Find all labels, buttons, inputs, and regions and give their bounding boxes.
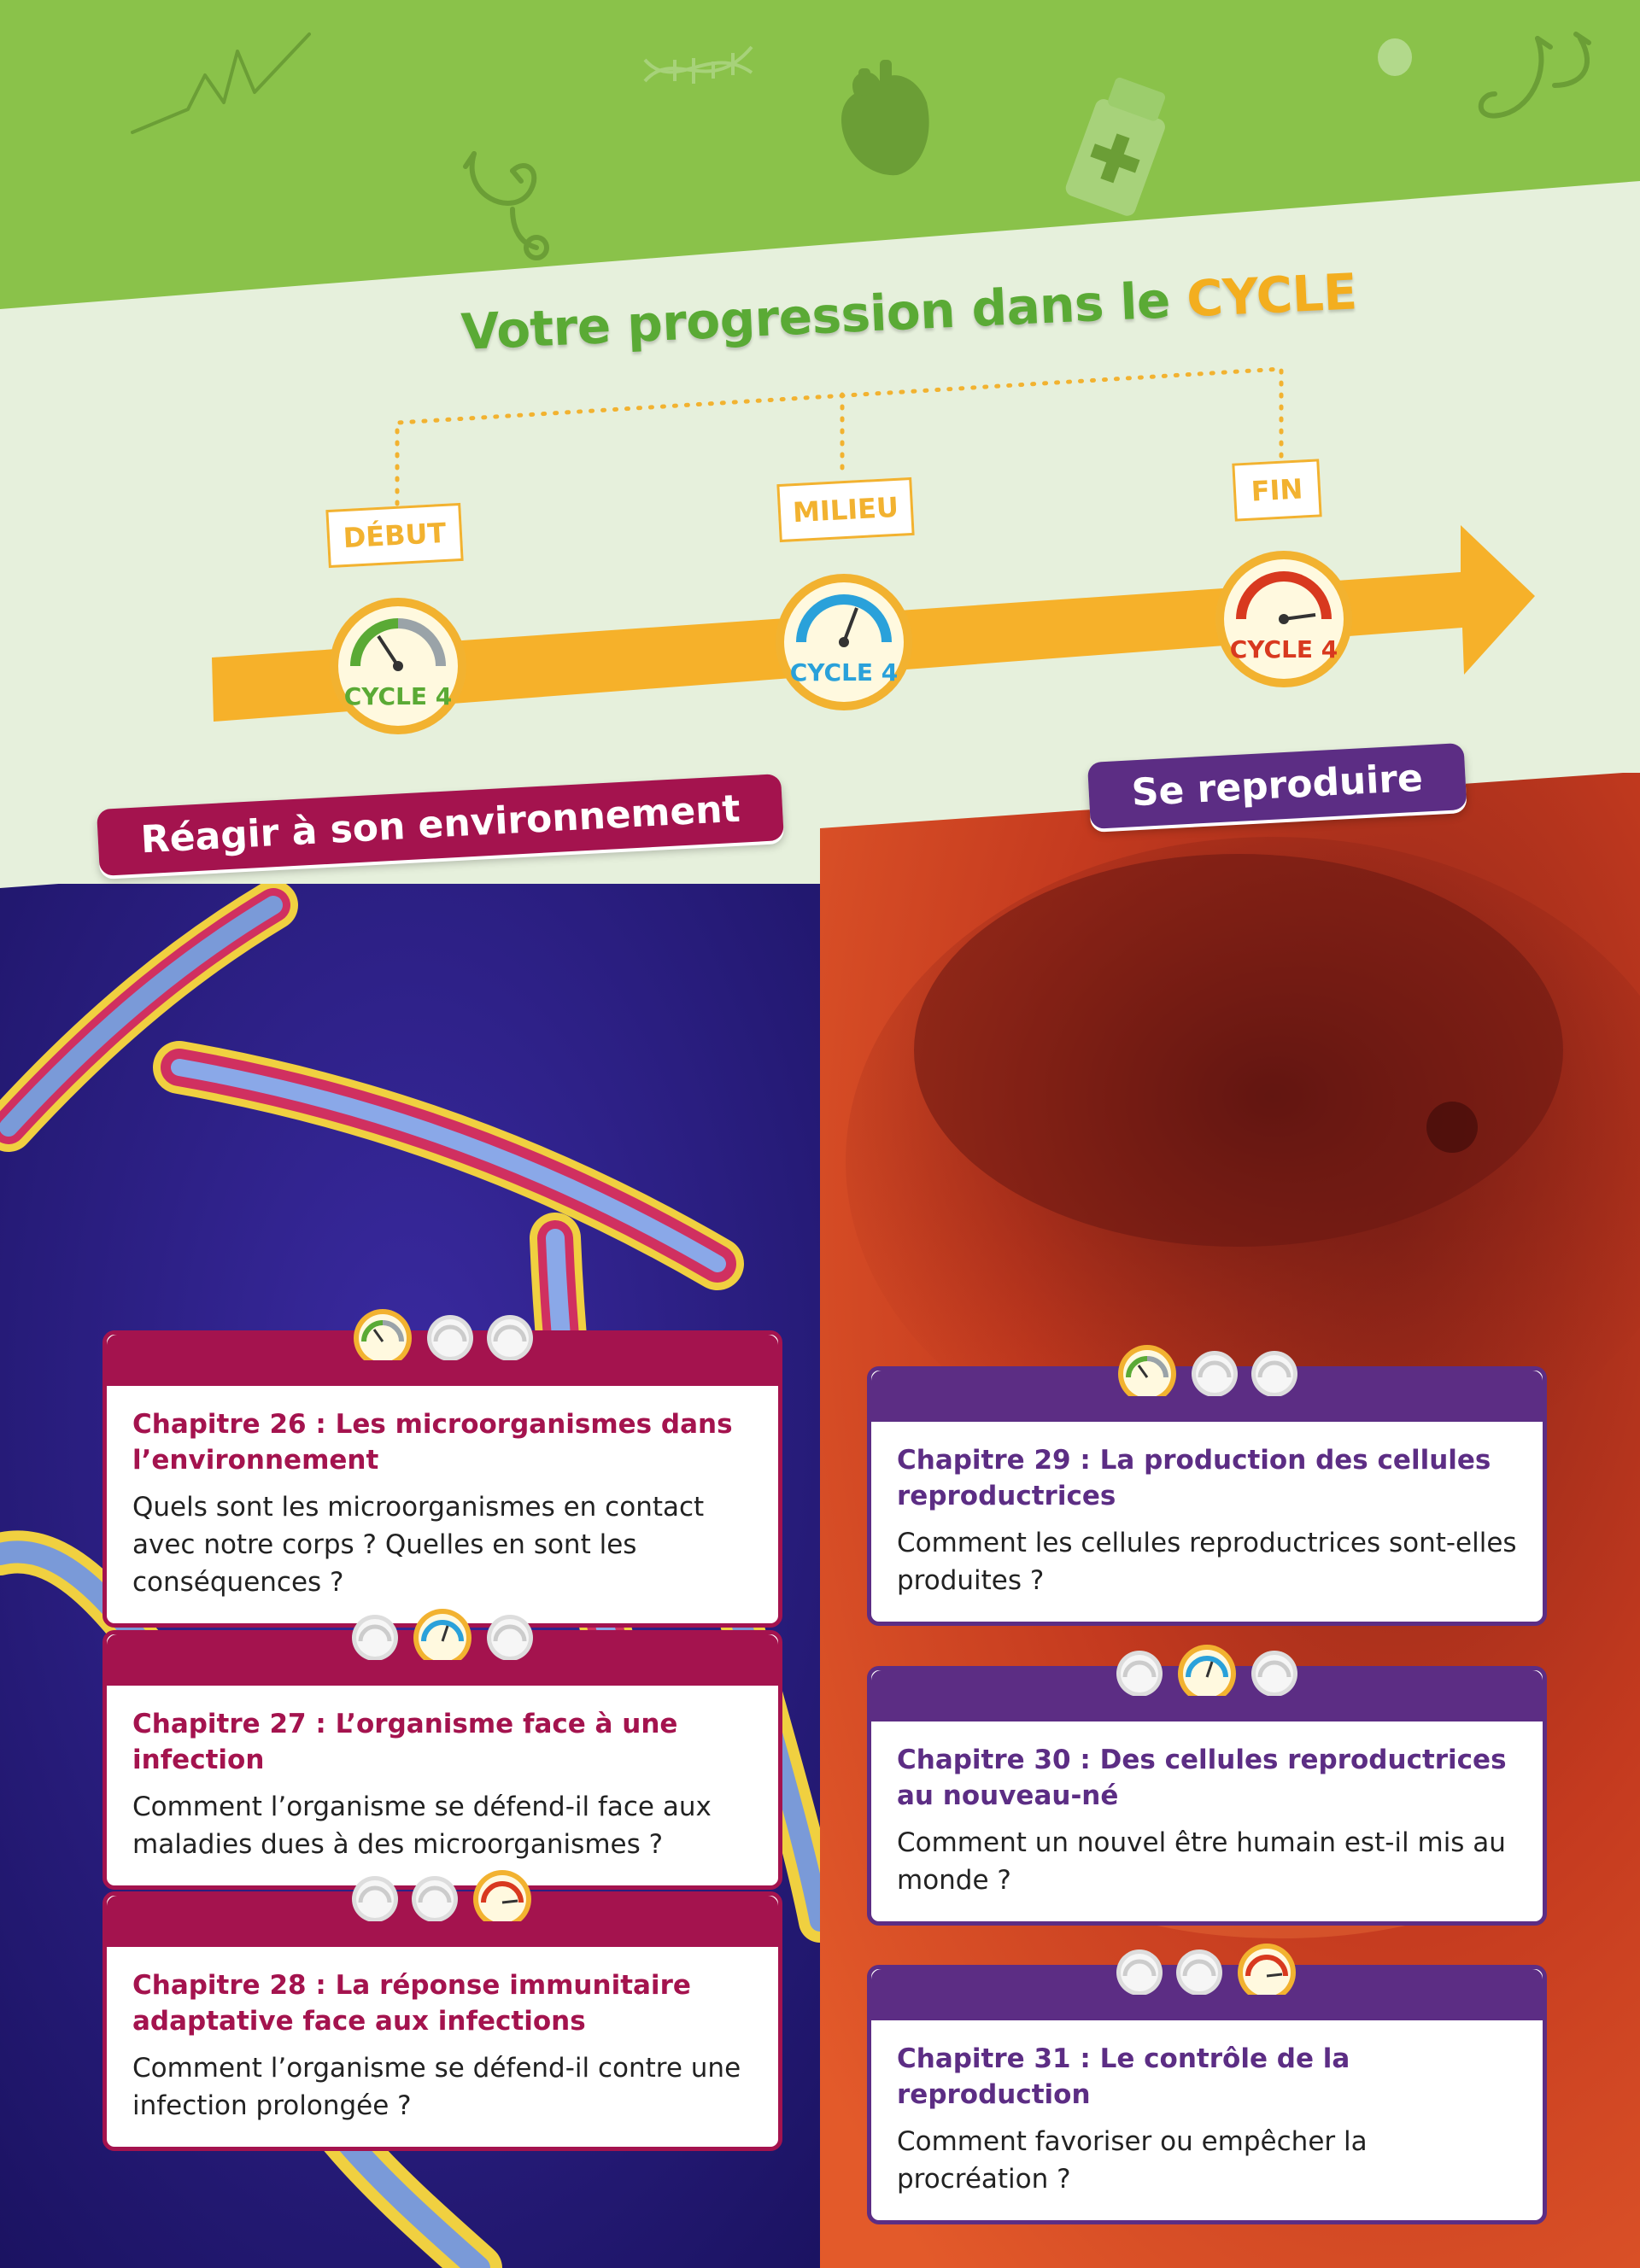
mini-gauge-inactive-icon [1251,1651,1297,1696]
chapter-card-header [107,1870,778,1947]
chapter-card-header [871,1645,1543,1721]
mini-gauge-inactive-icon [1192,1351,1238,1396]
gauge-fin-text: CYCLE 4 [1230,635,1338,663]
top-banner [0,0,1640,309]
chapter-question: Comment l’organisme se défend-il face au… [132,1792,712,1860]
mini-gauge-inactive-icon [1116,1651,1163,1696]
chapter-title: Chapitre 29 : La production des cellules… [897,1445,1491,1511]
chapter-card-29[interactable]: Chapitre 29 : La production des cellules… [867,1345,1547,1626]
stage-indicator [1113,1343,1301,1396]
gauge-fin: CYCLE 4 [1211,547,1356,692]
chapter-title: Chapitre 27 : L’organisme face à une inf… [132,1709,678,1775]
chapter-card-26[interactable]: Chapitre 26 : Les microorganismes dans l… [102,1309,782,1628]
gauge-milieu-icon: CYCLE 4 [776,574,912,710]
chapter-card-31[interactable]: Chapitre 31 : Le contrôle de la reproduc… [867,1944,1547,2224]
mini-gauge-active-milieu-icon [413,1609,472,1660]
gauge-debut-icon: CYCLE 4 [330,598,466,734]
stage-indicator [1113,1643,1301,1696]
mini-gauge-inactive-icon [352,1876,398,1921]
mini-gauge-inactive-icon [1251,1351,1297,1396]
chapter-card-30[interactable]: Chapitre 30 : Des cellules reproductrice… [867,1645,1547,1926]
gauge-debut: CYCLE 4 [325,593,471,739]
gauge-debut-text: CYCLE 4 [344,682,453,710]
medicine-bottle-icon [1065,77,1166,216]
chapter-question: Comment un nouvel être humain est-il mis… [897,1827,1506,1896]
stage-indicator [348,1307,536,1360]
stage-label-debut: DÉBUT [325,502,464,569]
stage-indicator [348,1868,536,1921]
chapter-title: Chapitre 28 : La réponse immunitaire ada… [132,1970,691,2037]
mini-gauge-inactive-icon [487,1615,533,1660]
stage-label-fin: FIN [1232,459,1322,522]
stage-indicator [1113,1942,1301,1995]
dotted-connector [395,366,1284,506]
chapter-question: Comment les cellules reproductrices sont… [897,1528,1517,1596]
stage-indicator [348,1607,536,1660]
mini-gauge-active-fin-icon [473,1870,531,1921]
section-title-environment: Réagir à son environnement [96,774,785,876]
mini-gauge-active-fin-icon [1238,1944,1296,1995]
stage-label-milieu: MILIEU [776,476,915,543]
chapter-title: Chapitre 31 : Le contrôle de la reproduc… [897,2043,1350,2110]
mini-gauge-active-milieu-icon [1178,1645,1236,1696]
mini-gauge-inactive-icon [487,1315,533,1360]
heartbeat-icon [131,32,311,134]
chapter-question: Quels sont les microorganismes en contac… [132,1492,705,1598]
dna-icon [643,45,753,84]
pill-icon [1378,38,1412,76]
mini-gauge-inactive-icon [352,1615,398,1660]
chapter-card-28[interactable]: Chapitre 28 : La réponse immunitaire ada… [102,1870,782,2151]
gauge-milieu: CYCLE 4 [771,570,917,715]
chapter-title: Chapitre 30 : Des cellules reproductrice… [897,1745,1507,1811]
mini-gauge-inactive-icon [427,1315,473,1360]
chapter-card-header [871,1944,1543,2020]
mini-gauge-inactive-icon [412,1876,458,1921]
stethoscope-icon-right [1478,32,1591,119]
chapter-question: Comment l’organisme se défend-il contre … [132,2053,741,2121]
chapter-title: Chapitre 26 : Les microorganismes dans l… [132,1409,733,1476]
gauge-fin-icon: CYCLE 4 [1215,551,1352,687]
mini-gauge-active-debut-icon [1118,1345,1176,1396]
mini-gauge-active-debut-icon [354,1309,412,1360]
stethoscope-icon [463,151,549,260]
chapter-card-27[interactable]: Chapitre 27 : L’organisme face à une inf… [102,1609,782,1890]
gauge-milieu-text: CYCLE 4 [790,658,899,687]
chapter-card-header [871,1345,1543,1422]
mini-gauge-inactive-icon [1176,1949,1222,1995]
chapter-card-header [107,1309,778,1386]
chapter-question: Comment favoriser ou empêcher la procréa… [897,2126,1368,2195]
mini-gauge-inactive-icon [1116,1949,1163,1995]
heart-icon [841,60,929,176]
chapter-card-header [107,1609,778,1686]
